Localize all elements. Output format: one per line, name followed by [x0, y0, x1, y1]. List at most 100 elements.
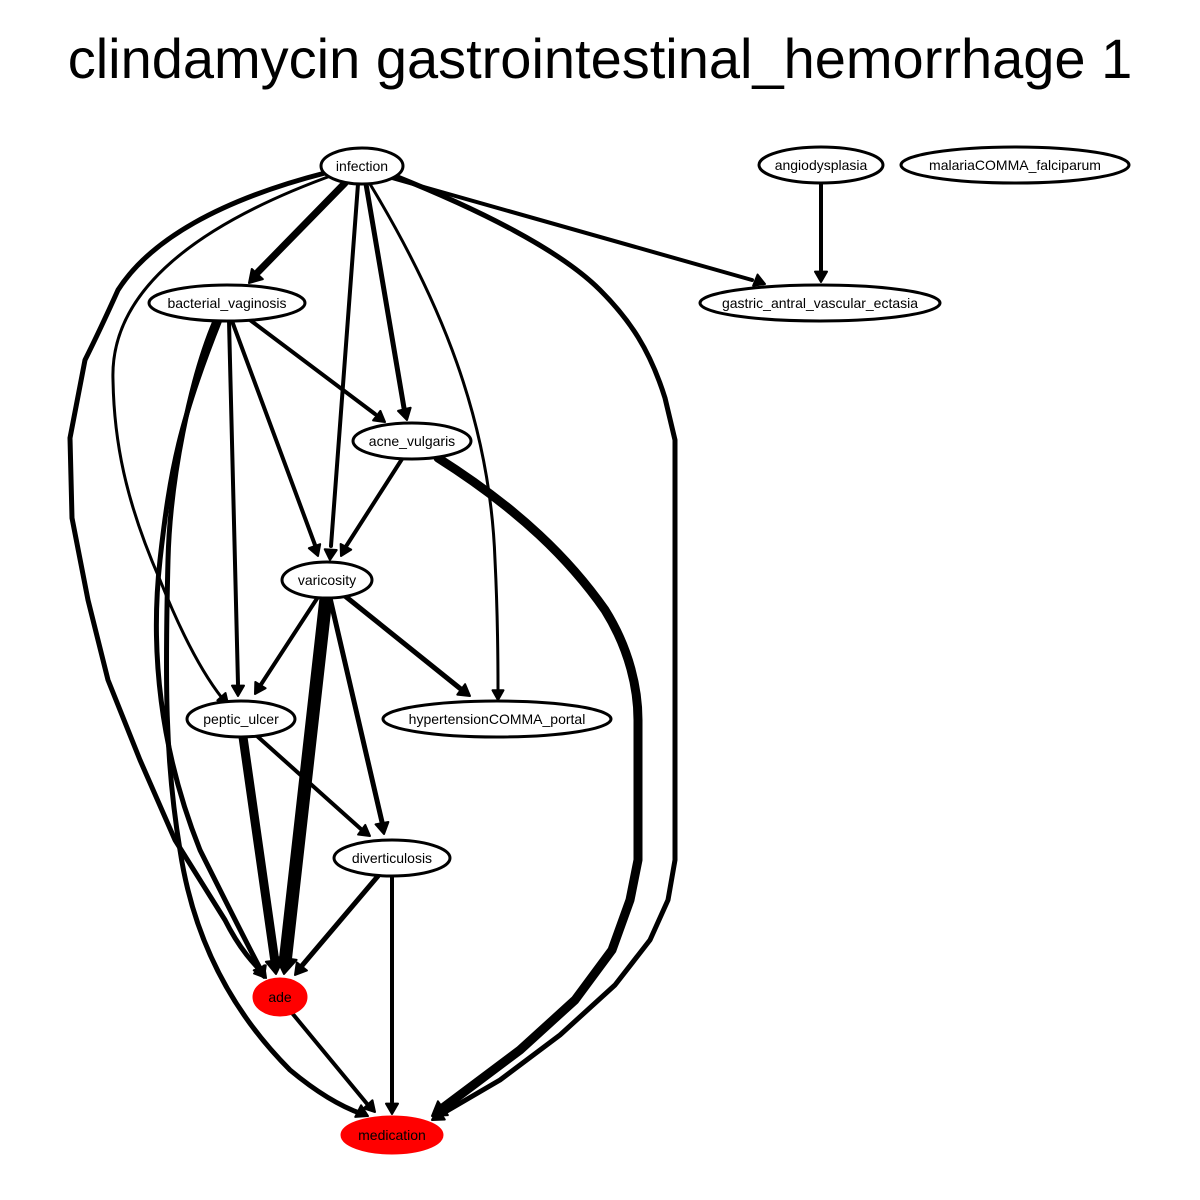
- node-ellipse: [252, 977, 308, 1017]
- node-ade: ade: [252, 977, 308, 1017]
- node-label: angiodysplasia: [775, 157, 868, 173]
- edge-line: [329, 182, 360, 548]
- edge-line: [153, 317, 265, 975]
- node-ellipse: [899, 145, 1131, 185]
- edge-arrowhead: [323, 548, 338, 561]
- node-malaria: malariaCOMMA_falciparum: [899, 145, 1131, 185]
- graph-title: clindamycin gastrointestinal_hemorrhage …: [67, 27, 1133, 90]
- edge-line: [390, 176, 754, 282]
- node-ellipse: [185, 699, 297, 739]
- node-ellipse: [757, 145, 885, 185]
- nodes-layer: infection angiodysplasia malariaCOMMA_falc…: [147, 145, 1131, 1155]
- node-bacterial_vaginosis: bacterial_vaginosis: [147, 283, 307, 323]
- edge-arrowhead: [254, 680, 267, 695]
- edge-line: [297, 873, 381, 971]
- node-label: ade: [268, 989, 292, 1005]
- edge-line: [258, 595, 320, 688]
- edge-arrowhead: [431, 1100, 449, 1117]
- edge-arrowhead: [362, 1099, 376, 1113]
- edge-acne_vulgaris-to-medication: [431, 453, 643, 1117]
- edge-arrowhead: [357, 823, 371, 837]
- edge-arrowhead: [248, 267, 264, 284]
- node-label: medication: [358, 1127, 426, 1143]
- edge-diverticulosis-to-ade: [294, 873, 381, 976]
- edge-arrowhead: [372, 409, 386, 423]
- node-acne_vulgaris: acne_vulgaris: [351, 421, 473, 461]
- edge-diverticulosis-to-medication: [385, 874, 399, 1115]
- edge-varicosity-to-hypertension_portal: [342, 593, 471, 697]
- edge-arrowhead: [385, 1102, 399, 1115]
- edge-arrowhead: [491, 689, 505, 701]
- edge-bacterial_vaginosis-to-peptic_ulcer: [227, 319, 245, 697]
- edge-varicosity-to-diverticulosis: [327, 595, 390, 835]
- edge-line: [227, 319, 240, 686]
- node-infection: infection: [319, 146, 405, 186]
- edge-bacterial_vaginosis-to-varicosity: [230, 319, 322, 557]
- edge-line: [67, 170, 328, 975]
- node-label: gastric_antral_vascular_ectasia: [722, 295, 918, 311]
- edge-arrowhead: [752, 273, 766, 287]
- node-label: hypertensionCOMMA_portal: [409, 711, 586, 727]
- node-ellipse: [698, 283, 942, 323]
- edge-varicosity-to-peptic_ulcer: [254, 595, 320, 695]
- edge-line: [327, 595, 385, 825]
- node-label: malariaCOMMA_falciparum: [929, 157, 1101, 173]
- edge-arrowhead: [397, 406, 412, 421]
- node-label: varicosity: [298, 572, 356, 588]
- node-ellipse: [351, 421, 473, 461]
- node-label: peptic_ulcer: [203, 711, 279, 727]
- edge-line: [248, 318, 377, 416]
- edge-line: [342, 593, 465, 693]
- edge-peptic_ulcer-to-diverticulosis: [255, 734, 371, 837]
- edge-infection-to-varicosity: [323, 182, 360, 561]
- edge-line: [238, 732, 280, 967]
- edge-line: [255, 734, 364, 832]
- edge-arrowhead: [374, 820, 390, 835]
- edge-arrowhead: [354, 1104, 369, 1118]
- edge-bacterial_vaginosis-to-medication: [163, 318, 369, 1118]
- node-label: acne_vulgaris: [369, 433, 455, 449]
- edge-line: [392, 173, 678, 1118]
- node-angiodysplasia: angiodysplasia: [757, 145, 885, 185]
- edge-line: [433, 453, 643, 1115]
- edge-line: [230, 319, 317, 547]
- node-peptic_ulcer: peptic_ulcer: [185, 699, 297, 739]
- edge-infection-to-medication: [392, 173, 678, 1121]
- node-ellipse: [280, 560, 374, 600]
- node-ellipse: [147, 283, 307, 323]
- edge-arrowhead: [307, 543, 322, 557]
- edge-arrowhead: [264, 958, 284, 975]
- edge-infection-to-bacterial_vaginosis: [248, 179, 349, 284]
- edge-line: [343, 457, 404, 550]
- node-hypertension_portal: hypertensionCOMMA_portal: [381, 699, 613, 739]
- edge-arrowhead: [456, 683, 471, 697]
- edge-arrowhead: [231, 684, 245, 697]
- edge-line: [290, 1011, 370, 1107]
- edge-infection-to-acne_vulgaris: [363, 181, 412, 421]
- node-ellipse: [381, 699, 613, 739]
- node-ellipse: [319, 146, 405, 186]
- node-ellipse: [332, 838, 452, 878]
- edges-layer: [67, 170, 828, 1121]
- node-medication: medication: [340, 1115, 444, 1155]
- edge-line: [111, 172, 338, 700]
- edge-line: [163, 318, 365, 1117]
- node-diverticulosis: diverticulosis: [332, 838, 452, 878]
- edge-line: [363, 181, 407, 411]
- edge-arrowhead: [339, 542, 353, 557]
- node-gave: gastric_antral_vascular_ectasia: [698, 283, 942, 323]
- node-label: diverticulosis: [352, 850, 432, 866]
- edge-bacterial_vaginosis-to-ade: [153, 317, 267, 979]
- edge-arrowhead: [294, 961, 308, 976]
- node-label: infection: [336, 158, 388, 174]
- node-varicosity: varicosity: [280, 560, 374, 600]
- edge-ade-to-medication: [290, 1011, 376, 1113]
- node-ellipse: [340, 1115, 444, 1155]
- edge-bacterial_vaginosis-to-acne_vulgaris: [248, 318, 386, 423]
- edge-line: [254, 179, 349, 276]
- edge-infection-to-gave: [390, 176, 766, 287]
- edge-peptic_ulcer-to-ade: [238, 732, 284, 975]
- edge-varicosity-to-ade: [274, 591, 333, 975]
- edge-angiodysplasia-to-gave: [814, 182, 828, 283]
